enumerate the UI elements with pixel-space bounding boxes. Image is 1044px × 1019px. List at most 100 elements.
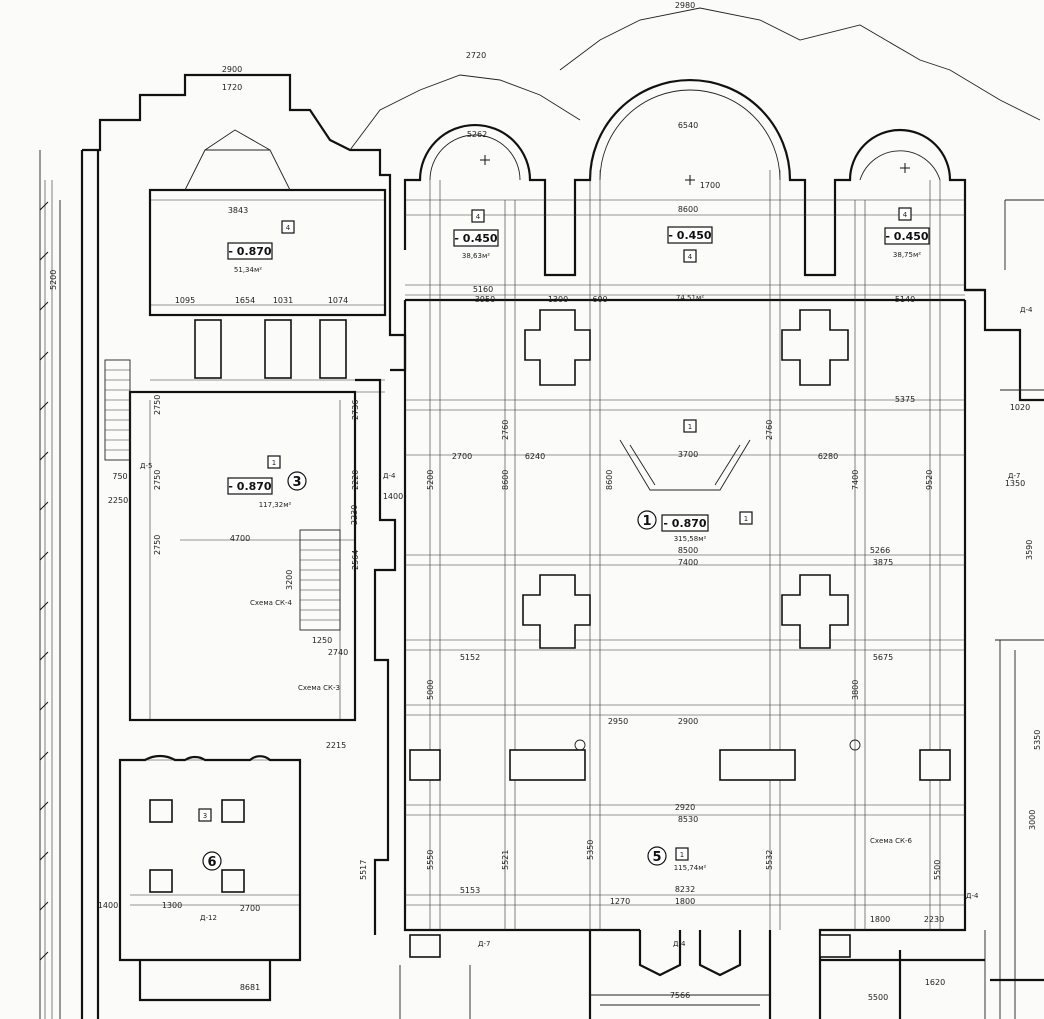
level-apse-center: - 0.450 — [668, 229, 712, 242]
dim-nave-8600: 8600 — [678, 205, 698, 214]
dim-w-4700: 4700 — [230, 534, 250, 543]
dim-e-5350: 5350 — [1033, 730, 1042, 750]
dim-w-1400: 1400 — [383, 492, 403, 501]
tag-apse-center: 4 — [688, 253, 693, 261]
dim-w-2736: 2736 — [351, 400, 360, 420]
door-d7: Д-7 — [1008, 472, 1020, 480]
dim-s-1800: 1800 — [675, 897, 695, 906]
dim-w-2215: 2215 — [326, 741, 346, 750]
dim-top-apse-c: 2980 — [675, 1, 695, 10]
area-labels: 51,34м² 117,32м² 315,58м² 115,74м² 38,63… — [234, 251, 921, 872]
dim-nave-7400: 7400 — [678, 558, 698, 567]
square-tags: 4 4 4 4 1 1 1 1 3 — [198, 207, 912, 861]
center-marks — [480, 155, 910, 185]
dim-nave-6280: 6280 — [818, 452, 838, 461]
door-d4c: Д-4 — [966, 892, 979, 900]
tag-sw-room: 3 — [203, 812, 207, 820]
dim-e-5140: 5140 — [895, 295, 915, 304]
dim-e-5375: 5375 — [895, 395, 915, 404]
dim-w-2250: 2250 — [108, 496, 128, 505]
stair-note: Схема СК-4 — [250, 599, 293, 607]
door-d4d: Д-4 — [1020, 306, 1033, 314]
stair-note-2: Схема СК-3 — [298, 684, 340, 692]
dim-e-3590: 3590 — [1025, 540, 1034, 560]
dim-w-2230: 2230 — [350, 505, 359, 525]
area-nw-room: 51,34м² — [234, 266, 262, 274]
dim-s-5521: 5521 — [501, 850, 510, 870]
dim-se-1800: 1800 — [870, 915, 890, 924]
dim-n-7400: 7400 — [851, 470, 860, 490]
level-nave: - 0.870 — [663, 517, 707, 530]
level-apse-right: - 0.450 — [885, 230, 929, 243]
door-d4: Д-4 — [383, 472, 396, 480]
dim-w-3200: 3200 — [285, 570, 294, 590]
dim-n-8600b: 8600 — [605, 470, 614, 490]
area-south-hall: 115,74м² — [674, 864, 707, 872]
tag-apse-left: 4 — [476, 213, 481, 221]
dim-nave-8500: 8500 — [678, 546, 698, 555]
misc-labels: Схема СК-4 Схема СК-3 Схема СК-6 Д-5 Д-4… — [140, 306, 1033, 948]
dim-apse-c-width: 6540 — [678, 121, 698, 130]
room-numbers: 3 1 5 6 — [202, 471, 667, 871]
dim-n-8600a: 8600 — [501, 470, 510, 490]
dim-s-5532: 5532 — [765, 850, 774, 870]
dim-n-5200: 5200 — [426, 470, 435, 490]
stair — [299, 529, 341, 631]
dim-s-5550: 5550 — [426, 850, 435, 870]
door-d12: Д-12 — [200, 914, 217, 922]
dim-n-2760a: 2760 — [501, 420, 510, 440]
area-apse-right: 38,75м² — [893, 251, 921, 259]
dim-nw-1720: 1720 — [222, 83, 242, 92]
dim-apse-c-1700: 1700 — [700, 181, 720, 190]
dim-nave-6240: 6240 — [525, 452, 545, 461]
area-apse-left: 38,63м² — [462, 252, 490, 260]
room-number-3: 3 — [292, 475, 301, 490]
dim-sw-1300: 1300 — [162, 901, 182, 910]
dim-n-9520: 9520 — [925, 470, 934, 490]
dim-bottom-5500: 5500 — [868, 993, 888, 1002]
room-number-5: 5 — [652, 850, 661, 865]
level-apse-left: - 0.450 — [454, 232, 498, 245]
outer-walls — [39, 7, 1044, 1019]
dim-sw-2700: 2700 — [240, 904, 260, 913]
dim-nave-3700: 3700 — [678, 450, 698, 459]
area-nave: 315,58м² — [674, 535, 707, 543]
dim-nave-3950: 3950 — [475, 295, 495, 304]
area-west-hall: 117,32м² — [259, 501, 292, 509]
dim-w-2750c: 2750 — [153, 535, 162, 555]
area-apse-center: 74,51м² — [676, 294, 704, 302]
west-ticks — [39, 201, 49, 961]
door-d7b: Д-7 — [478, 940, 490, 948]
nave-piers — [522, 309, 849, 649]
room-number-6: 6 — [207, 855, 216, 870]
dim-nave-5152: 5152 — [460, 653, 480, 662]
dim-s-2920: 2920 — [675, 803, 695, 812]
dim-s-5517: 5517 — [359, 860, 368, 880]
dim-w-2220: 2220 — [351, 470, 360, 490]
dim-s-2950: 2950 — [608, 717, 628, 726]
dim-e-1350: 1350 — [1005, 479, 1025, 488]
west-hall — [104, 359, 397, 935]
tag-center: 1 — [744, 515, 748, 523]
dim-nave-5160: 5160 — [473, 285, 493, 294]
vertical-dimensions: 2750 2750 2750 2736 3200 2220 2230 2564 … — [49, 270, 1042, 880]
dim-top-apse-l: 2720 — [466, 51, 486, 60]
level-nw-room: - 0.870 — [228, 245, 272, 258]
dim-nave-8530: 8530 — [678, 815, 698, 824]
tag-nave-top: 1 — [688, 423, 692, 431]
tag-south: 1 — [680, 851, 684, 859]
dim-n-5000: 5000 — [426, 680, 435, 700]
dim-w-2740: 2740 — [328, 648, 348, 657]
dim-s-5350: 5350 — [586, 840, 595, 860]
dim-far-5200: 5200 — [49, 270, 58, 290]
dim-w-1250: 1250 — [312, 636, 332, 645]
dim-nw-1074: 1074 — [328, 296, 348, 305]
sw-room — [118, 754, 302, 1002]
dim-sw-8681: 8681 — [240, 983, 260, 992]
nw-room — [148, 129, 387, 379]
dim-sw-1400: 1400 — [98, 901, 118, 910]
horizontal-dimensions: 2720 2980 2900 1720 5262 6540 1700 3843 … — [98, 1, 1030, 1002]
dim-n-2760b: 2760 — [765, 420, 774, 440]
dim-nave-3875: 3875 — [873, 558, 893, 567]
